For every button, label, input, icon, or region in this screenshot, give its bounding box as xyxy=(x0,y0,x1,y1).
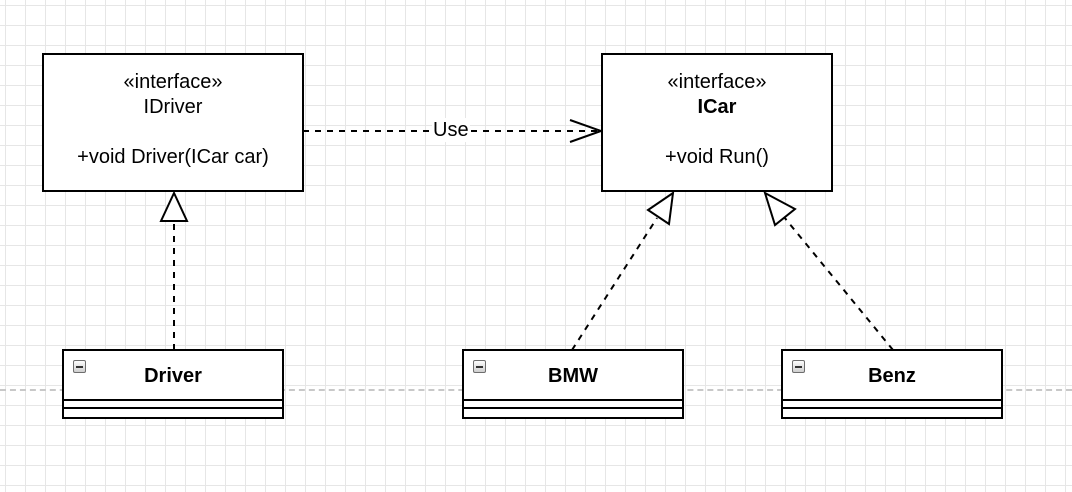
bmw-attributes-compartment xyxy=(464,401,682,409)
bmw-realization-line[interactable] xyxy=(571,217,658,351)
icar-operation: +void Run() xyxy=(665,146,769,168)
icar-interface[interactable]: «interface» ICar +void Run() xyxy=(601,53,833,192)
benz-class-name: Benz xyxy=(868,365,916,387)
icar-name: ICar xyxy=(697,96,737,118)
benz-class[interactable]: Benz xyxy=(781,349,1003,419)
idriver-name: IDriver xyxy=(143,96,203,118)
driver-class[interactable]: Driver xyxy=(62,349,284,419)
idriver-stereotype: «interface» xyxy=(123,71,223,93)
bmw-class-header: BMW xyxy=(464,351,682,401)
use-dependency-label: Use xyxy=(432,118,470,142)
idriver-operation: +void Driver(ICar car) xyxy=(77,146,269,168)
driver-attributes-compartment xyxy=(64,401,282,409)
bmw-realization-arrowhead xyxy=(646,190,675,226)
driver-class-name: Driver xyxy=(144,365,202,387)
idriver-interface[interactable]: «interface» IDriver +void Driver(ICar ca… xyxy=(42,53,304,192)
icar-stereotype: «interface» xyxy=(667,71,767,93)
benz-attributes-compartment xyxy=(783,401,1001,409)
benz-realization-arrowhead xyxy=(763,190,797,227)
benz-realization-line[interactable] xyxy=(783,216,894,351)
collapse-icon[interactable] xyxy=(73,360,86,373)
driver-realization-arrowhead xyxy=(159,190,189,222)
bmw-class-name: BMW xyxy=(548,365,598,387)
benz-class-header: Benz xyxy=(783,351,1001,401)
bmw-class[interactable]: BMW xyxy=(462,349,684,419)
collapse-icon[interactable] xyxy=(473,360,486,373)
collapse-icon[interactable] xyxy=(792,360,805,373)
driver-class-header: Driver xyxy=(64,351,282,401)
